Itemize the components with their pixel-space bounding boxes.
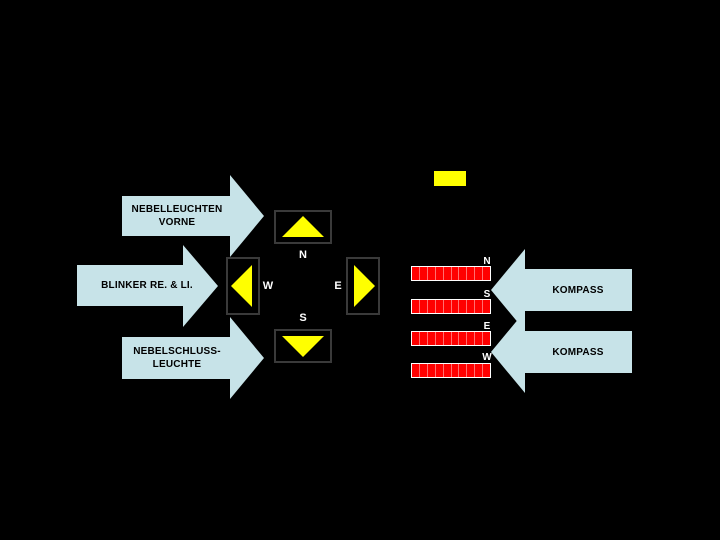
blinker-left-button[interactable] <box>226 257 260 315</box>
callout-fog-rear: NEBELSCHLUSS- LEUCHTE <box>122 317 264 399</box>
direction-w-label: W <box>262 280 274 292</box>
compass-letter-s: S <box>483 289 491 300</box>
fog-front-button[interactable] <box>274 210 332 244</box>
callout-compass-1: KOMPASS <box>491 249 632 331</box>
direction-s-label: S <box>299 312 307 324</box>
compass-led-bar-w <box>411 363 491 378</box>
callout-fog-front-label: NEBELLEUCHTEN VORNE <box>131 204 223 228</box>
compass-led-bar-n <box>411 266 491 281</box>
callout-compass-2: KOMPASS <box>491 311 632 393</box>
blinker-right-button[interactable] <box>346 257 380 315</box>
yellow-indicator <box>434 171 466 186</box>
compass-letter-w: W <box>482 352 492 363</box>
arrow-right-shape <box>77 245 218 327</box>
arrow-right-shape <box>122 317 264 399</box>
compass-letter-n: N <box>483 256 491 267</box>
compass-led-bar-s <box>411 299 491 314</box>
arrow-left-shape <box>491 311 632 393</box>
arrow-left-shape <box>491 249 632 331</box>
callout-compass-2-label: KOMPASS <box>552 346 604 358</box>
direction-e-label: E <box>334 280 342 292</box>
compass-led-bar-e <box>411 331 491 346</box>
callout-fog-front: NEBELLEUCHTEN VORNE <box>122 175 264 257</box>
arrow-right-shape <box>122 175 264 257</box>
direction-n-label: N <box>299 249 307 261</box>
compass-letter-e: E <box>483 321 491 332</box>
callout-compass-1-label: KOMPASS <box>552 284 604 296</box>
triangle-right-icon <box>354 265 375 307</box>
triangle-left-icon <box>231 265 252 307</box>
callout-fog-rear-label: NEBELSCHLUSS- LEUCHTE <box>133 346 221 370</box>
callout-blinker-label: BLINKER RE. & LI. <box>101 280 193 291</box>
triangle-up-icon <box>282 216 324 237</box>
triangle-down-icon <box>282 336 324 357</box>
fog-rear-button[interactable] <box>274 329 332 363</box>
callout-blinker: BLINKER RE. & LI. <box>77 245 218 327</box>
